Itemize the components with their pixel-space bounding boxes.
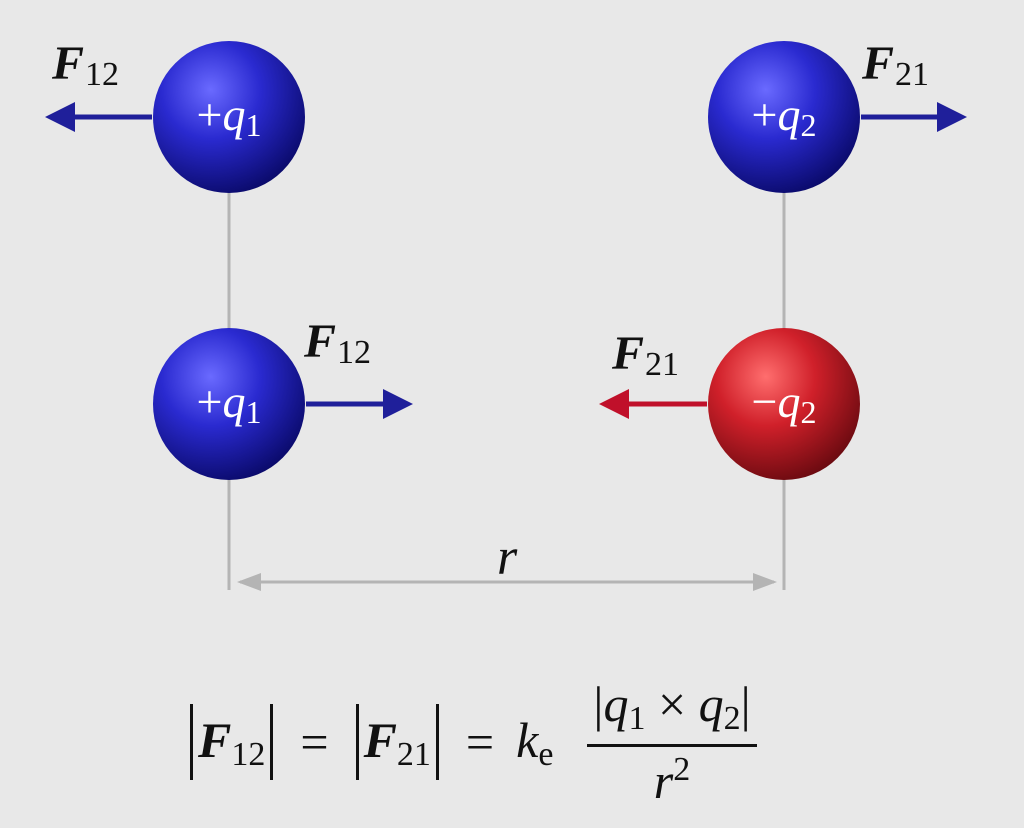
formula-fraction: |q1 × q2| r2	[587, 675, 757, 810]
top-left-charge-sphere	[153, 41, 305, 193]
formula-denominator: r2	[653, 750, 691, 809]
formula-numerator: |q1 × q2|	[593, 675, 751, 737]
formula-constant: ke	[516, 711, 554, 773]
bottom-right-force-label: F21	[612, 327, 680, 383]
formula-mid: F21	[351, 704, 444, 780]
top-right-charge-label: +q2	[751, 89, 817, 143]
coulomb-law-formula: F12 = F21 = ke |q1 × q2| r2	[185, 672, 757, 812]
top-right-charge-sphere	[708, 41, 860, 193]
distance-label: r	[497, 529, 518, 586]
formula-lhs: F12	[185, 704, 278, 780]
top-left-force-label: F12	[52, 37, 120, 93]
bottom-left-charge-sphere	[153, 328, 305, 480]
bottom-left-charge-label: +q1	[196, 376, 262, 430]
top-left-charge-label: +q1	[196, 89, 262, 143]
formula-equals-1: =	[300, 714, 329, 770]
bottom-right-charge-label: −q2	[751, 376, 817, 430]
bottom-right-charge-sphere	[708, 328, 860, 480]
bottom-left-force-label: F12	[304, 315, 372, 371]
formula-equals-2: =	[465, 714, 495, 770]
fraction-bar	[587, 743, 757, 747]
top-right-force-label: F21	[862, 37, 930, 93]
